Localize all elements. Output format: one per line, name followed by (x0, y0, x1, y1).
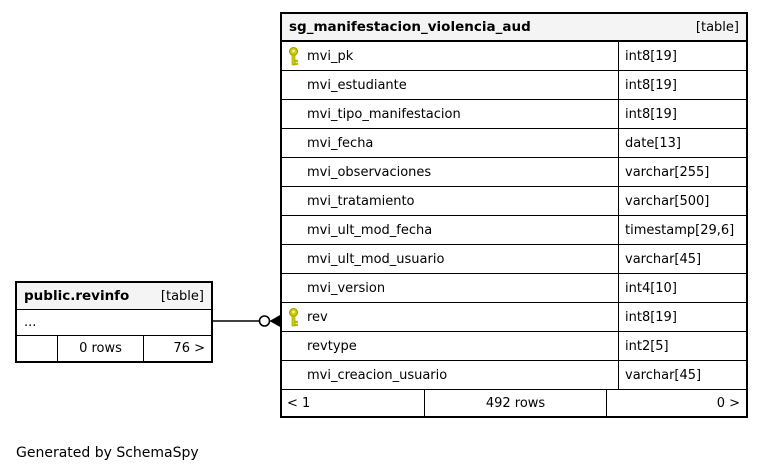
table-type-badge: [table] (160, 288, 204, 304)
table-row: mvi_tipo_manifestacion int8[19] (282, 100, 746, 129)
zero-cardinality-circle-icon (258, 315, 271, 327)
column-name: mvi_tipo_manifestacion (307, 106, 461, 122)
column-name-cell: mvi_ult_mod_fecha (282, 216, 619, 244)
footer-children-count: 0 > (716, 395, 740, 411)
column-name: mvi_observaciones (307, 164, 432, 180)
column-type: varchar[45] (625, 367, 702, 383)
table-row: mvi_version int4[10] (282, 274, 746, 303)
column-name: mvi_ult_mod_usuario (307, 251, 445, 267)
column-name-cell: mvi_pk (282, 42, 619, 70)
table-row: rev int8[19] (282, 303, 746, 332)
table-title[interactable]: sg_manifestacion_violencia_aud (289, 19, 531, 35)
column-type: int8[19] (625, 106, 677, 122)
column-name-cell: mvi_creacion_usuario (282, 361, 619, 389)
column-type: int8[19] (625, 48, 677, 64)
column-type: varchar[255] (625, 164, 710, 180)
column-name-cell: mvi_fecha (282, 129, 619, 157)
column-name-cell: rev (282, 303, 619, 331)
table-type-badge: [table] (695, 19, 739, 35)
main-table-rows: mvi_pk int8[19] mvi_estudiante int8[19] (282, 42, 746, 390)
primary-key-icon (288, 307, 307, 327)
table-row: mvi_observaciones varchar[255] (282, 158, 746, 187)
primary-key-icon (288, 46, 307, 66)
column-type: varchar[500] (625, 193, 710, 209)
column-name: mvi_tratamiento (307, 193, 415, 209)
column-name: rev (307, 309, 328, 325)
column-name-cell: mvi_version (282, 274, 619, 302)
table-row: revtype int2[5] (282, 332, 746, 361)
generated-by-caption: Generated by SchemaSpy (16, 445, 199, 461)
table-footer: 0 rows 76 > (17, 336, 211, 361)
table-row: mvi_ult_mod_usuario varchar[45] (282, 245, 746, 274)
footer-parents-count (17, 336, 58, 361)
table-title[interactable]: public.revinfo (24, 288, 130, 304)
column-name: mvi_pk (307, 48, 354, 64)
column-type: int8[19] (625, 309, 677, 325)
footer-row-count: 492 rows (425, 390, 607, 416)
column-type: date[13] (625, 135, 681, 151)
table-row: mvi_tratamiento varchar[500] (282, 187, 746, 216)
footer-children-count: 76 > (173, 341, 205, 356)
column-type: int2[5] (625, 338, 669, 354)
column-name: mvi_version (307, 280, 386, 296)
column-type: varchar[45] (625, 251, 702, 267)
column-type: int4[10] (625, 280, 677, 296)
footer-row-count: 0 rows (58, 336, 144, 361)
column-name-cell: mvi_tratamiento (282, 187, 619, 215)
table-header: public.revinfo [table] (17, 283, 211, 310)
footer-parents-count: < 1 (282, 390, 425, 416)
column-name-cell: mvi_tipo_manifestacion (282, 100, 619, 128)
table-row: mvi_estudiante int8[19] (282, 71, 746, 100)
table-node-sg-manifestacion-violencia-aud[interactable]: sg_manifestacion_violencia_aud [table] m… (280, 12, 748, 418)
column-name: revtype (307, 338, 357, 354)
table-row: mvi_creacion_usuario varchar[45] (282, 361, 746, 390)
column-type: int8[19] (625, 77, 677, 93)
table-node-public-revinfo[interactable]: public.revinfo [table] ... 0 rows 76 > (15, 281, 213, 363)
column-name: mvi_ult_mod_fecha (307, 222, 433, 238)
arrowhead-icon (269, 314, 281, 328)
column-name-cell: mvi_estudiante (282, 71, 619, 99)
column-name-cell: mvi_ult_mod_usuario (282, 245, 619, 273)
table-row: mvi_ult_mod_fecha timestamp[29,6] (282, 216, 746, 245)
column-name-cell: revtype (282, 332, 619, 360)
table-header: sg_manifestacion_violencia_aud [table] (282, 14, 746, 42)
table-footer: < 1 492 rows 0 > (282, 390, 746, 416)
collapsed-columns-row: ... (17, 310, 211, 336)
table-row: mvi_fecha date[13] (282, 129, 746, 158)
column-name: mvi_estudiante (307, 77, 407, 93)
column-type: timestamp[29,6] (625, 222, 735, 238)
table-row: mvi_pk int8[19] (282, 42, 746, 71)
fk-relationship-connector (213, 314, 281, 328)
column-name-cell: mvi_observaciones (282, 158, 619, 186)
column-name: mvi_creacion_usuario (307, 367, 448, 383)
column-name: mvi_fecha (307, 135, 374, 151)
